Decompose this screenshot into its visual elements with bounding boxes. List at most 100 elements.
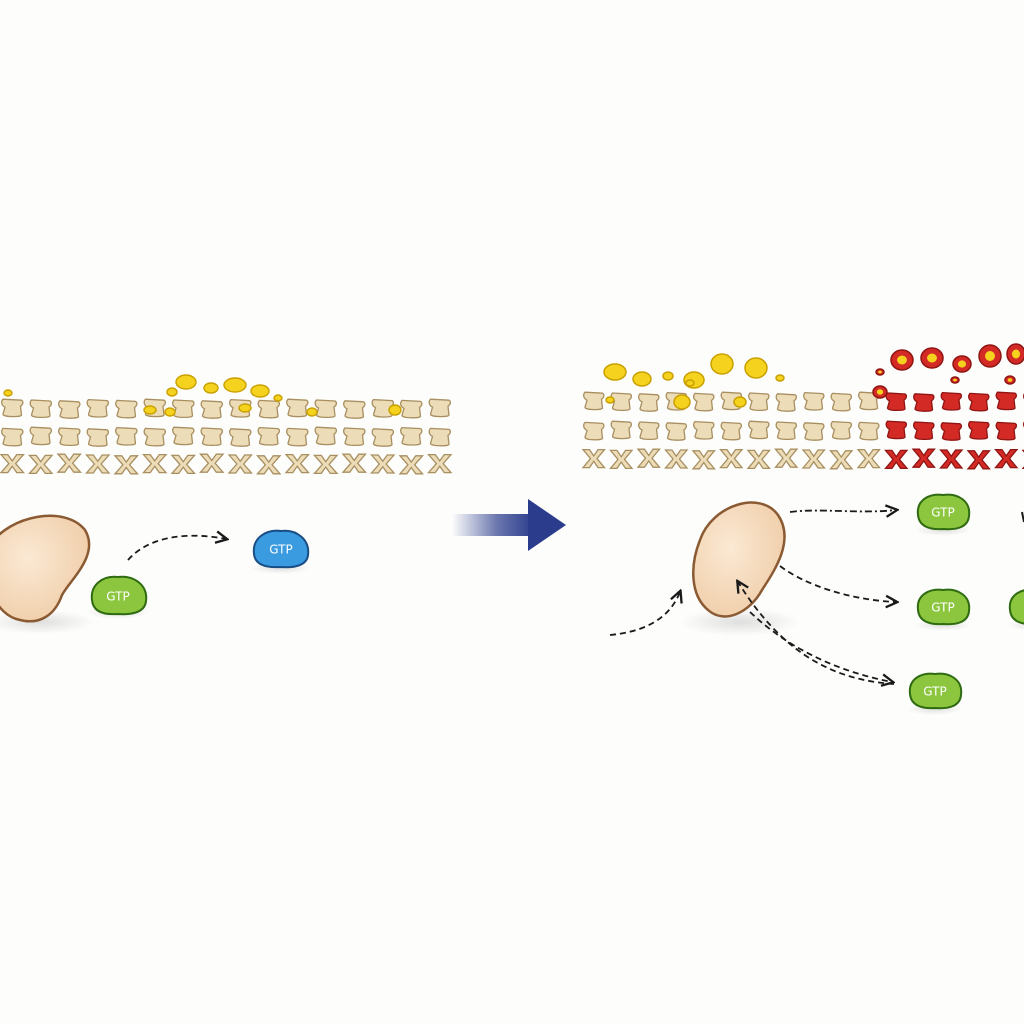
yellow-gtp-cap-particle [175,374,197,390]
tubulin-subunit [227,454,253,474]
tubulin-subunit [172,399,195,419]
red-tubulin-subunit [966,450,991,470]
tubulin-subunit [830,392,853,412]
tubulin-subunit [257,399,281,419]
red-cap-particle-core [876,389,884,395]
tubulin-subunit [29,426,53,446]
yellow-gtp-cap-particle [223,377,247,393]
red-tubulin-subunit [994,448,1019,469]
yellow-gtp-cap-particle [143,405,157,415]
gtp-blob [1008,589,1024,625]
tubulin-subunit [428,398,452,418]
right-arrow-to-gtp-middle [779,565,896,602]
tubulin-subunit [115,399,138,419]
tubulin-subunit [286,427,309,447]
tubulin-subunit [803,422,825,441]
tubulin-subunit [200,400,224,419]
tubulin-subunit [856,448,881,469]
transition-arrow [452,499,566,551]
tubulin-subunit [693,392,715,412]
tubulin-subunit [664,449,689,469]
tubulin-subunit [115,426,138,446]
tubulin-subunit [583,421,605,441]
red-cap-particle-core [878,370,882,374]
right-gtp-label: GTP [923,685,946,699]
right-incoming-arrow [609,592,680,636]
tubulin-subunit [343,400,366,419]
red-tubulin-subunit [940,422,963,441]
yellow-cap-particle [744,357,768,379]
yellow-gtp-cap-particle [238,403,252,413]
tubulin-subunit [143,427,167,447]
tubulin-subunit [829,450,854,470]
tubulin-subunit [56,453,82,473]
tubulin-subunit [256,455,282,475]
right-microtubule-filament [581,391,1024,470]
yellow-cap-particle [710,353,734,375]
right-cap-particles [603,343,1024,410]
tubulin-subunit [142,453,168,474]
red-tubulin-subunit [885,392,908,412]
tubulin-subunit [58,400,81,419]
red-tubulin-subunit [995,391,1018,411]
tubulin-subunit [775,421,798,441]
yellow-gtp-cap-particle [273,394,283,402]
tubulin-subunit [1,398,24,418]
tubulin-subunit [86,428,110,447]
red-tubulin-subunit [995,421,1018,441]
tubulin-subunit [719,448,744,469]
yellow-cap-particle [673,394,691,410]
right-gtp-green: GTP [915,588,971,631]
yellow-gtp-cap-particle [3,389,13,397]
tubulin-subunit [775,393,798,412]
tubulin-subunit [371,428,395,447]
red-cap-particle-core [927,353,937,363]
tubulin-subunit [341,453,367,473]
tubulin-subunit [314,399,338,419]
yellow-cap-particle [632,371,652,387]
tubulin-subunit [86,398,110,418]
tubulin-subunit [427,453,453,474]
tubulin-subunit [748,420,770,440]
tubulin-subunit [830,420,853,440]
red-cap-particle-core [897,355,907,365]
gtp-blob [908,672,963,710]
yellow-cap-particle [603,363,627,381]
yellow-gtp-cap-particle [164,407,176,417]
red-cap-particle-core [985,351,995,361]
yellow-cap-particle [605,396,615,404]
tubulin-subunit [313,454,339,475]
tubulin-subunit [284,453,310,474]
yellow-gtp-cap-particle [166,387,178,397]
tubulin-subunit [1,427,24,447]
red-tubulin-subunit [884,449,909,470]
left-gtp-released-label: GTP [269,543,292,557]
red-tubulin-subunit [939,449,964,469]
yellow-cap-particle [733,396,747,408]
tubulin-subunit [113,455,139,475]
tubulin-subunit [314,426,338,446]
tubulin-subunit [170,454,196,475]
right-arrow-bottom-tail [749,611,892,682]
tubulin-subunit [370,454,396,474]
tubulin-subunit [693,420,715,440]
tubulin-subunit [858,421,880,441]
tubulin-subunit [609,449,634,470]
tubulin-subunit [398,455,424,475]
tubulin-subunit [746,449,771,470]
tubulin-subunit [428,427,452,447]
tubulin-subunit [748,392,770,412]
right-arrow-to-gtp-top [789,510,896,512]
yellow-gtp-cap-particle [306,407,318,417]
red-tubulin-subunit [1021,449,1024,470]
tubulin-subunit [400,426,423,446]
yellow-gtp-cap-particle [388,404,402,416]
gtp-blob [916,588,971,626]
tubulin-subunit [0,453,25,474]
tubulin-subunit [343,427,366,447]
tubulin-subunit [200,427,224,447]
tubulin-subunit [199,453,225,473]
left-gtp-cap-particles [3,374,402,417]
left-gtp-bound-green: GTP [86,575,150,619]
